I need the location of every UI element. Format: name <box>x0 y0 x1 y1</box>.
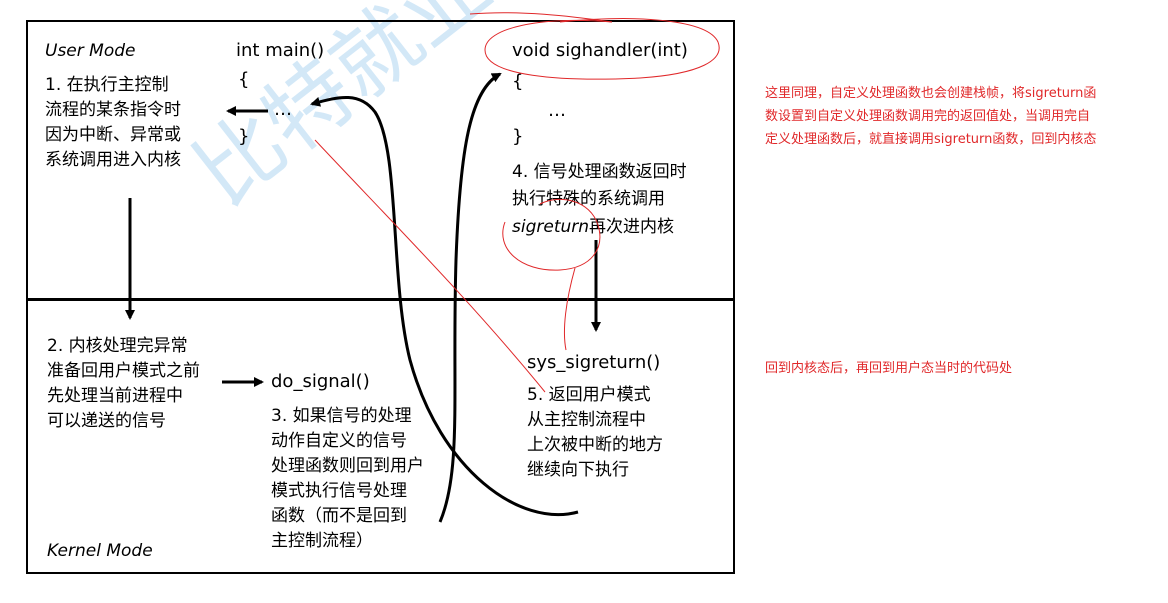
annotation-note-1: 这里同理，自定义处理函数也会创建栈帧，将sigreturn函 数设置到自定义处理… <box>765 86 1097 147</box>
curve-to-handler <box>438 72 502 523</box>
red-ellipse-handler <box>484 18 720 80</box>
main-open-brace: { <box>238 69 250 90</box>
sys-sigreturn-label: sys_sigreturn() <box>527 352 661 373</box>
user-mode-label: User Mode <box>45 41 136 61</box>
handler-ellipsis: … <box>548 100 566 121</box>
handler-open-brace: { <box>512 71 524 92</box>
red-stroke-top <box>469 12 613 23</box>
step-4-tail: 再次进内核 <box>589 217 675 237</box>
step-2-text: 2. 内核处理完异常 准备回用户模式之前 先处理当前进程中 可以递送的信号 <box>47 336 200 431</box>
main-signature: int main() <box>236 40 325 61</box>
kernel-mode-label: Kernel Mode <box>47 541 153 561</box>
main-close-brace: } <box>238 126 250 147</box>
mode-divider <box>26 298 735 301</box>
main-ellipsis: … <box>274 99 292 120</box>
red-ellipse-sigreturn <box>502 198 601 271</box>
handler-close-brace: } <box>512 126 524 147</box>
red-stroke-diagonal <box>314 139 546 393</box>
red-stroke-down <box>563 267 576 351</box>
curve-back-to-main <box>310 95 579 517</box>
step-1-text: 1. 在执行主控制 流程的某条指令时 因为中断、异常或 系统调用进入内核 <box>45 75 181 170</box>
do-signal-label: do_signal() <box>271 371 370 392</box>
sigreturn-term: sigreturn <box>512 217 590 237</box>
annotation-note-2: 回到内核态后，再回到用户态当时的代码处 <box>765 361 1013 376</box>
diagram-frame <box>26 20 735 574</box>
step-4-line-1: 4. 信号处理函数返回时 <box>512 162 687 182</box>
step-5-text: 5. 返回用户模式 从主控制流程中 上次被中断的地方 继续向下执行 <box>527 385 663 480</box>
step-4-line-3: sigreturn再次进内核 <box>512 215 674 240</box>
handler-signature: void sighandler(int) <box>512 40 688 61</box>
step-4-line-2: 执行特殊的系统调用 <box>512 189 665 209</box>
step-3-text: 3. 如果信号的处理 动作自定义的信号 处理函数则回到用户 模式执行信号处理 函… <box>271 406 424 551</box>
